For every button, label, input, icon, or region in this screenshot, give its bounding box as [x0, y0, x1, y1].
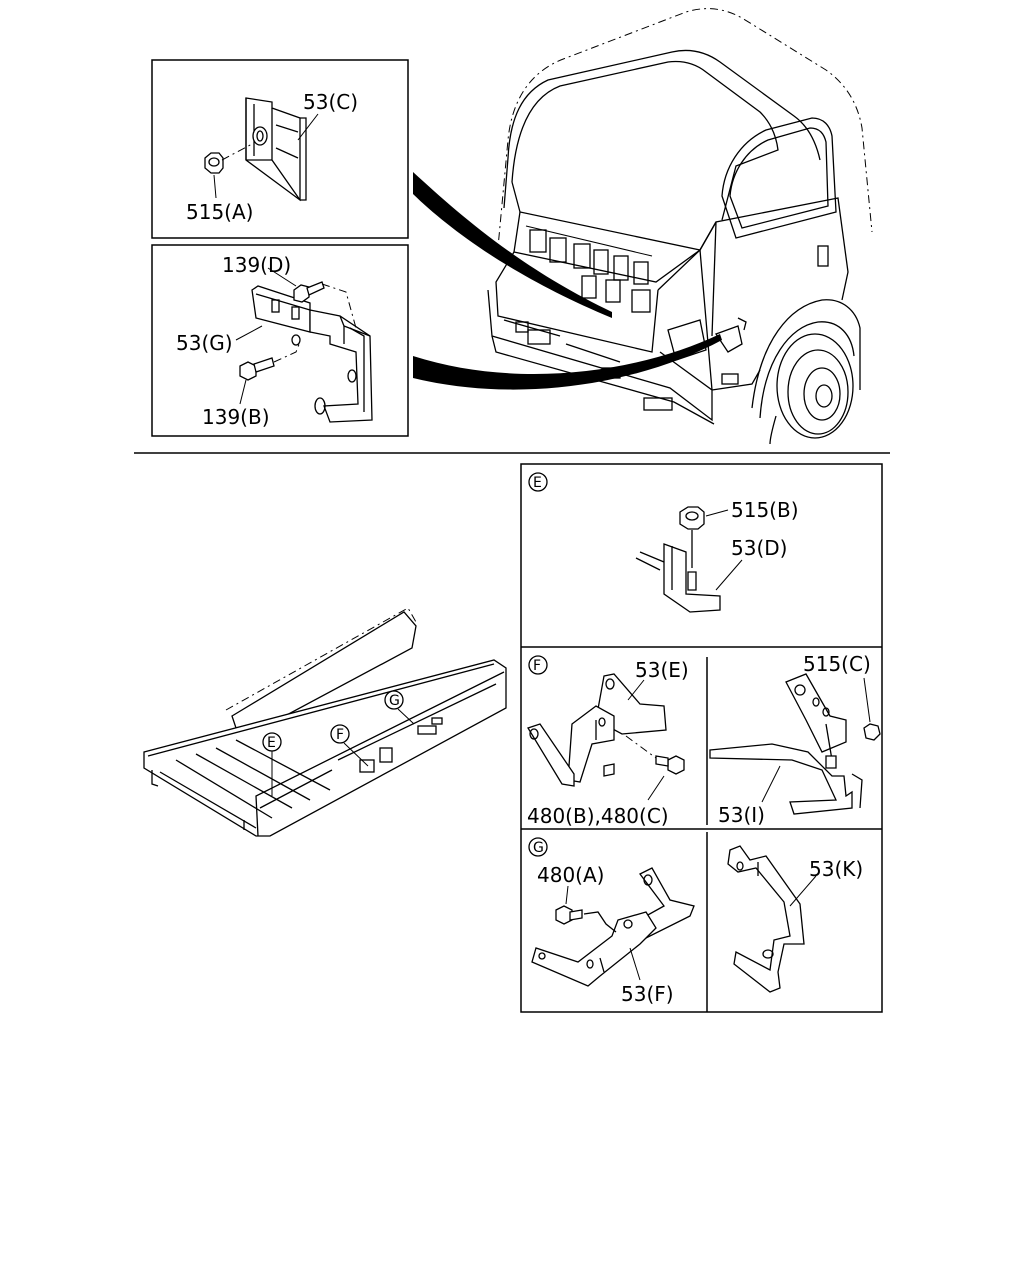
leader-53k	[789, 875, 817, 907]
leader-53c	[297, 113, 319, 141]
bolt-480bc-drawing	[603, 735, 685, 777]
bolt-139d-drawing	[293, 281, 357, 329]
bolt-139b-drawing	[239, 341, 301, 381]
label-53e: 53(E)	[635, 658, 689, 682]
label-53k: 53(K)	[809, 857, 863, 881]
nut-515c-drawing	[863, 723, 881, 741]
detail-g-marker: G	[533, 840, 544, 856]
label-515b: 515(B)	[731, 498, 799, 522]
label-53c: 53(C)	[303, 90, 358, 114]
label-139b: 139(B)	[202, 405, 270, 429]
bracket-53e-drawing	[527, 673, 667, 787]
detail-g: G 480(A) 53(F)	[528, 837, 695, 1006]
leader-139b	[239, 379, 247, 405]
leader-53i	[761, 765, 781, 803]
nut-515a-drawing	[204, 143, 253, 174]
label-515c: 515(C)	[803, 652, 871, 676]
label-53i: 53(I)	[718, 803, 765, 827]
label-53g: 53(G)	[176, 331, 233, 355]
detail-grid-frame	[520, 463, 883, 1013]
chassis-frame-drawing: E F G	[143, 607, 507, 837]
detail-f: F 53(E) 480(B),480(C)	[527, 655, 689, 828]
leader-480bc	[647, 775, 665, 801]
bracket-53g-drawing	[251, 285, 373, 423]
label-480a: 480(A)	[537, 863, 604, 887]
inset-53c: 53(C) 515(A)	[151, 59, 409, 239]
detail-e: E 515(B) 53(D)	[528, 472, 799, 613]
detail-k: 53(K)	[727, 845, 863, 993]
label-515a: 515(A)	[186, 200, 253, 224]
inset-53c-frame	[151, 59, 409, 239]
leader-53f	[629, 947, 641, 981]
pointer-swoosh-upper	[413, 172, 612, 318]
leader-515a	[213, 174, 217, 199]
leader-139d	[267, 267, 297, 287]
leader-53e	[627, 679, 645, 701]
detail-i: 515(C) 53(I)	[709, 652, 881, 827]
label-139d: 139(D)	[222, 253, 291, 277]
detail-f-marker: F	[533, 658, 541, 674]
truck-cab-drawing	[413, 8, 873, 445]
leader-480a	[565, 885, 569, 905]
detail-e-marker: E	[533, 475, 542, 491]
pointer-swoosh-lower	[413, 334, 722, 390]
label-53f: 53(F)	[621, 982, 674, 1006]
leader-515b	[705, 509, 729, 517]
leader-515c	[863, 677, 871, 723]
leader-53g	[235, 325, 263, 341]
bolt-480a-drawing	[555, 905, 617, 933]
bracket-53k-drawing	[727, 845, 805, 993]
nut-515b-drawing	[679, 506, 705, 568]
bracket-53d-drawing	[635, 543, 721, 613]
label-480bc: 480(B),480(C)	[527, 804, 669, 828]
inset-53g-frame	[151, 244, 409, 437]
bracket-53c-drawing	[245, 97, 307, 202]
label-53d: 53(D)	[731, 536, 787, 560]
frame-marker-f: F	[336, 727, 344, 743]
frame-marker-g: G	[389, 693, 400, 709]
bracket-53i-drawing	[709, 673, 863, 815]
inset-53g: 139(D) 53(G) 139(B)	[151, 244, 409, 437]
leader-53d	[715, 559, 743, 591]
detail-grid	[520, 463, 883, 1013]
frame-marker-e: E	[267, 735, 276, 751]
bracket-53f-drawing	[531, 867, 695, 987]
